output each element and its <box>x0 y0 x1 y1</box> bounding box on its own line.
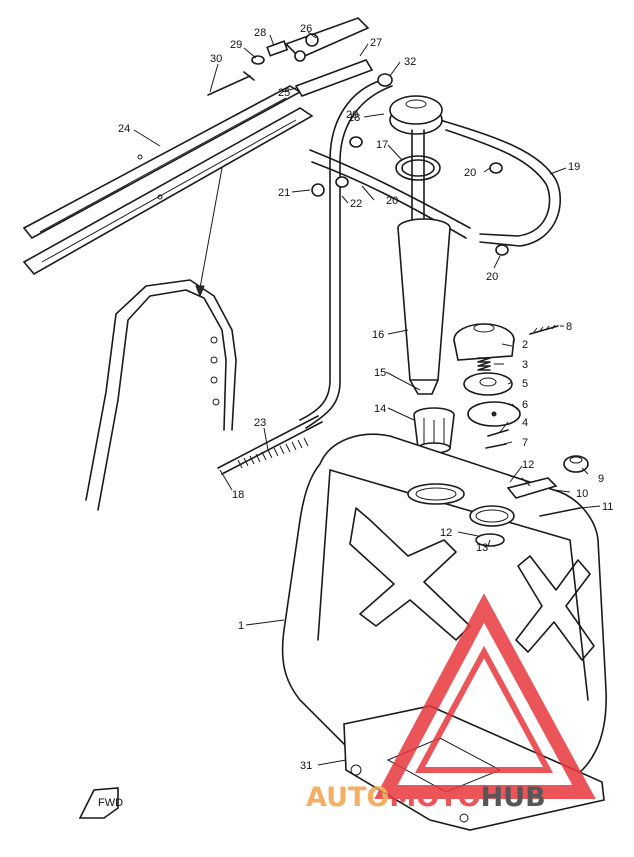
callout-29: 29 <box>230 39 242 51</box>
svg-text:AUTOMOTOHUB: AUTOMOTOHUB <box>306 782 546 813</box>
clip-32 <box>377 73 393 87</box>
callout-13: 13 <box>476 542 488 554</box>
callout-26: 26 <box>300 23 312 35</box>
tank-strap <box>85 167 237 511</box>
callout-18-lower: 18 <box>232 489 244 501</box>
callout-3: 3 <box>522 359 528 371</box>
callout-9: 9 <box>598 473 604 485</box>
filler-cap-18 <box>389 95 443 135</box>
watermark-auto: AUTO <box>306 782 389 813</box>
strainer-tube-16 <box>397 129 451 395</box>
callout-labels: 24 30 29 28 26 27 25 32 18 20 17 19 20 2… <box>118 23 613 772</box>
callout-7: 7 <box>522 437 528 449</box>
callout-16: 16 <box>372 329 384 341</box>
callout-25: 25 <box>278 87 290 99</box>
plate-5 <box>463 372 513 396</box>
breather-hose-22 <box>299 79 393 429</box>
bracket-10 <box>506 477 558 499</box>
screw-4 <box>487 429 509 437</box>
watermark-logo: AUTOMOTOHUB <box>306 593 596 813</box>
callout-5: 5 <box>522 378 528 390</box>
front-marker-text: FWD <box>98 797 123 809</box>
callout-22: 22 <box>350 198 362 210</box>
callout-6: 6 <box>522 399 528 411</box>
watermark-hub: HUB <box>481 782 546 813</box>
callout-15: 15 <box>374 367 386 379</box>
callout-20-top: 20 <box>346 109 358 121</box>
bracket-27 <box>294 59 374 97</box>
screw-8 <box>529 324 559 335</box>
callout-17: 17 <box>376 139 388 151</box>
drain-hose-23 <box>217 415 323 475</box>
callout-30: 30 <box>210 53 222 65</box>
callout-20-mid: 20 <box>386 195 398 207</box>
callout-28: 28 <box>254 27 266 39</box>
seat-strip-24 <box>22 85 314 276</box>
clamp-bracket-26 <box>284 17 370 62</box>
callout-27: 27 <box>370 37 382 49</box>
bolt-11 <box>539 507 581 517</box>
watermark-moto: MOTO <box>389 782 480 813</box>
callout-20-low: 20 <box>486 271 498 283</box>
callout-11: 11 <box>602 501 613 513</box>
leader-lines <box>133 31 601 766</box>
callout-12-top: 12 <box>522 459 534 471</box>
callout-18: 18 <box>348 112 360 124</box>
bolt-30 <box>207 71 255 96</box>
gauge-housing-2 <box>453 323 515 361</box>
front-direction-marker: FWD <box>78 787 123 819</box>
callout-14: 14 <box>374 403 386 415</box>
callout-12-bottom: 12 <box>440 527 452 539</box>
screw-7 <box>485 443 507 449</box>
callout-20-right: 20 <box>464 167 476 179</box>
callout-31: 31 <box>300 760 312 772</box>
o-ring-17 <box>395 155 441 181</box>
callout-21: 21 <box>278 187 290 199</box>
gasket-6 <box>467 401 521 427</box>
callout-23: 23 <box>254 417 266 429</box>
callout-4: 4 <box>522 417 528 429</box>
callout-2: 2 <box>522 339 528 351</box>
spring-3 <box>477 357 491 371</box>
callout-10: 10 <box>576 488 588 500</box>
callout-32: 32 <box>404 56 416 68</box>
callout-19: 19 <box>568 161 580 173</box>
washer-29 <box>251 55 265 65</box>
collar-28 <box>266 40 289 57</box>
cap-9 <box>563 455 589 473</box>
callout-8: 8 <box>566 321 572 333</box>
callout-1: 1 <box>238 620 244 632</box>
clip-21 <box>311 183 325 197</box>
callout-24: 24 <box>118 123 130 135</box>
